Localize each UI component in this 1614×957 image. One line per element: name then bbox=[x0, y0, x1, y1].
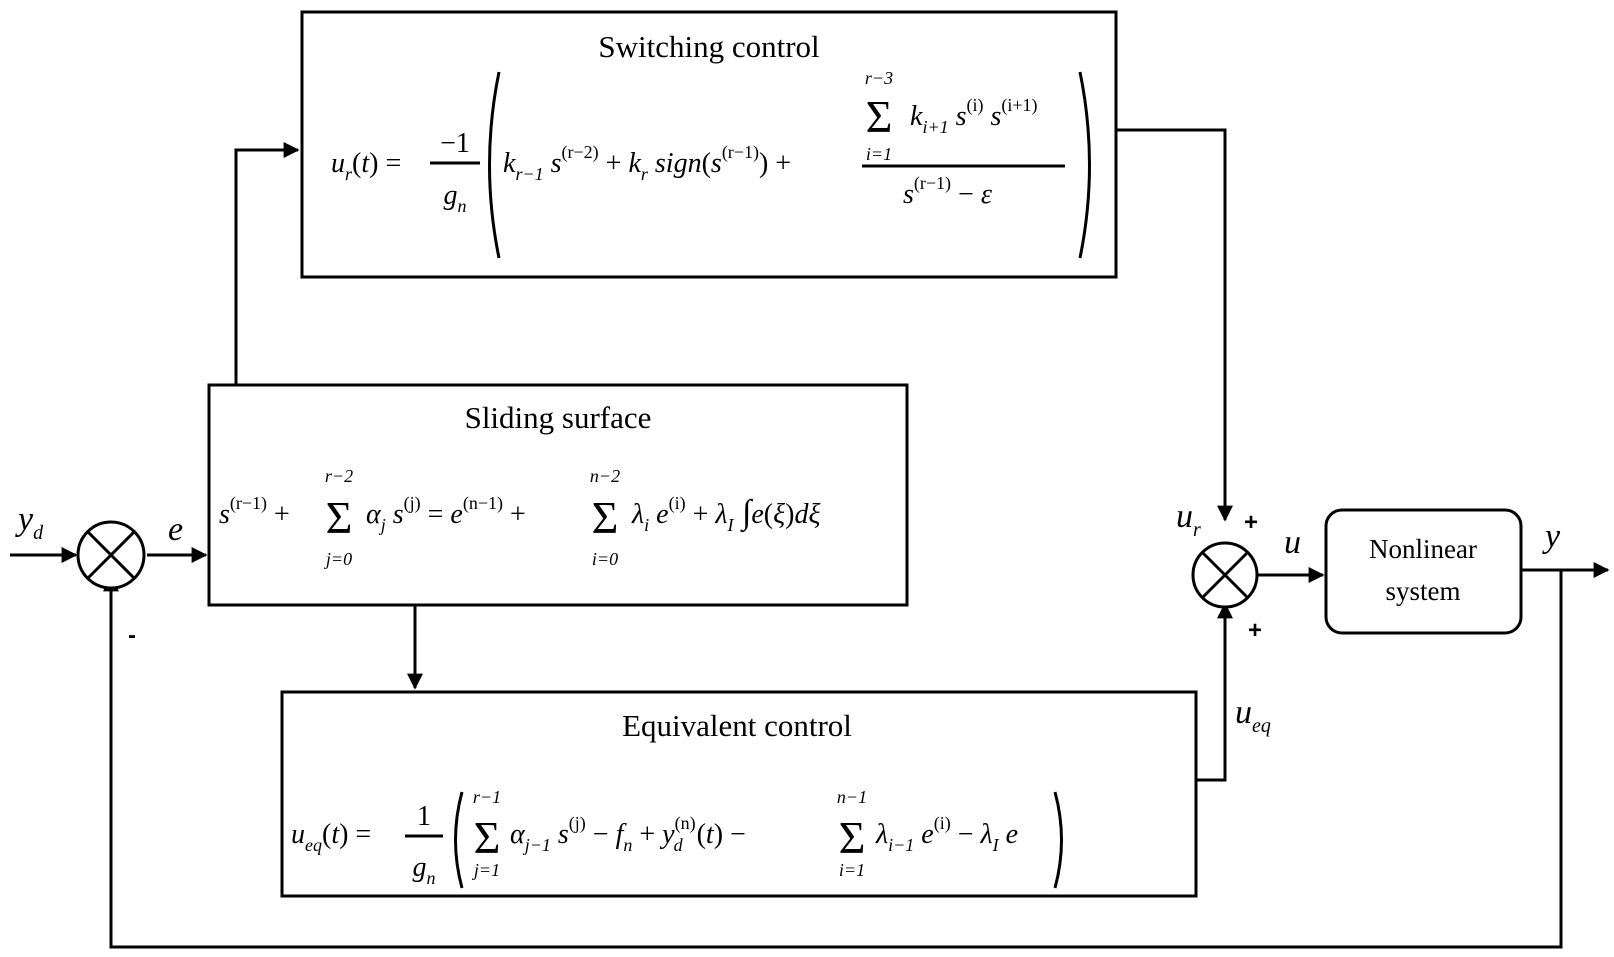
equivalent-control-block bbox=[280, 690, 1198, 898]
svg-text:r−3: r−3 bbox=[865, 68, 893, 88]
ur-plus-sign: + bbox=[1244, 509, 1258, 536]
nonlinear-system-label-line2: system bbox=[1385, 576, 1460, 606]
equivalent-control-title: Equivalent control bbox=[622, 708, 852, 743]
summing-junction-control bbox=[1191, 541, 1259, 609]
svg-text:−1: −1 bbox=[440, 128, 470, 159]
svg-text:r−1: r−1 bbox=[473, 787, 501, 807]
signal-y-label: y bbox=[1542, 518, 1561, 555]
svg-text:i=1: i=1 bbox=[839, 860, 865, 880]
switching-control-title: Switching control bbox=[598, 29, 819, 64]
svg-text:j=0: j=0 bbox=[324, 549, 352, 569]
svg-text:ur(t) =: ur(t) = bbox=[331, 148, 401, 184]
svg-text:r−2: r−2 bbox=[325, 466, 353, 486]
svg-text:Σ: Σ bbox=[326, 492, 353, 543]
sliding-surface-block bbox=[207, 383, 909, 607]
svg-text:i=1: i=1 bbox=[866, 144, 892, 164]
nonlinear-system-label-line1: Nonlinear bbox=[1369, 534, 1477, 564]
svg-text:λi e(i) + λI ∫e(ξ)dξ: λi e(i) + λI ∫e(ξ)dξ bbox=[631, 493, 820, 535]
feedback-minus-sign: - bbox=[128, 622, 136, 649]
svg-text:Σ: Σ bbox=[839, 812, 866, 863]
signal-e-label: e bbox=[168, 511, 183, 548]
summing-junction-error bbox=[76, 520, 146, 590]
wire-ueq-to-sum2 bbox=[1196, 602, 1233, 782]
wire-feedback bbox=[103, 570, 1563, 949]
svg-text:n−2: n−2 bbox=[590, 466, 620, 486]
svg-text:j=1: j=1 bbox=[472, 860, 500, 880]
ueq-plus-sign: + bbox=[1248, 617, 1262, 644]
svg-text:Σ: Σ bbox=[474, 812, 501, 863]
svg-text:Σ: Σ bbox=[592, 492, 619, 543]
svg-text:i=0: i=0 bbox=[592, 549, 618, 569]
svg-text:n−1: n−1 bbox=[837, 787, 867, 807]
signal-ur-label: ur bbox=[1176, 498, 1201, 541]
svg-text:Σ: Σ bbox=[866, 91, 893, 142]
signal-u-label: u bbox=[1284, 524, 1301, 561]
wire-sliding-to-switching bbox=[234, 142, 300, 385]
svg-text:ueq(t) =: ueq(t) = bbox=[291, 819, 371, 855]
wire-ur-to-sum2 bbox=[1116, 128, 1233, 522]
nonlinear-system-block bbox=[1324, 508, 1523, 635]
svg-text:1: 1 bbox=[417, 801, 431, 832]
sliding-surface-title: Sliding surface bbox=[465, 400, 652, 435]
signal-yd-label: yd bbox=[15, 501, 44, 544]
switching-control-block bbox=[300, 10, 1118, 279]
signal-ueq-label: ueq bbox=[1235, 694, 1271, 737]
